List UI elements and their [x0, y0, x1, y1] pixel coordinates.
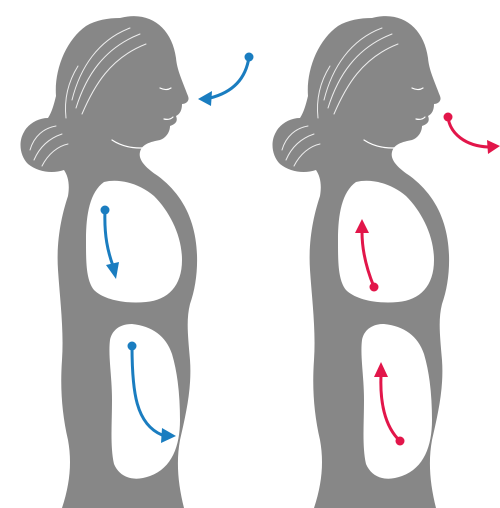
mouth-exhale-arrow [444, 113, 500, 155]
exhale-figure [273, 16, 450, 508]
inhale-figure [21, 16, 254, 508]
nose-inhale-arrow [198, 53, 254, 107]
